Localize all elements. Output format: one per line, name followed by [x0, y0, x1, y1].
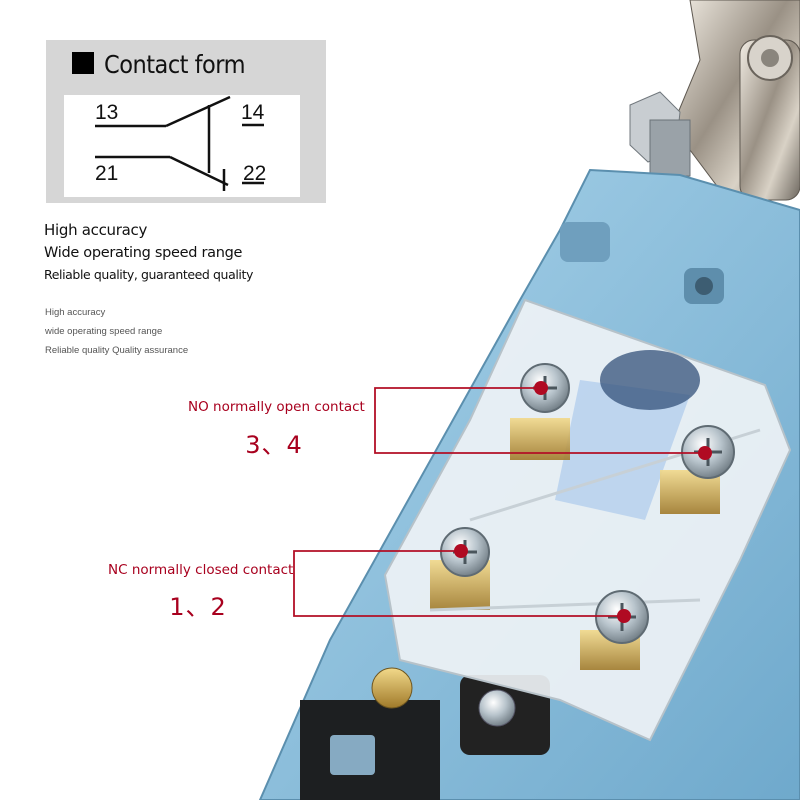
terminal-cover: [383, 298, 792, 742]
nc-contact-label: NC normally closed contact: [108, 562, 294, 578]
no-contact-terminals: 3、4: [245, 431, 303, 459]
callout-dots: [454, 381, 712, 623]
contact-form-panel: Contact form 13 14 21 22: [46, 40, 326, 203]
contact-form-title: Contact form: [104, 50, 246, 79]
terminal-21-label: 21: [95, 162, 119, 185]
small-feature-quality: Reliable quality Quality assurance: [45, 345, 189, 356]
feature-high-accuracy: High accuracy: [44, 221, 148, 239]
contact-schematic: 13 14 21 22: [64, 95, 300, 197]
terminal-14-label: 14: [241, 101, 265, 124]
callout-lines: [293, 387, 705, 617]
nc-contact-terminals: 1、2: [169, 593, 227, 621]
lever-arm: [629, 0, 800, 201]
title-square-icon: [72, 52, 94, 74]
feature-speed-range: Wide operating speed range: [44, 245, 243, 261]
no-contact-label: NO normally open contact: [188, 399, 365, 415]
terminal-22-label: 22: [243, 162, 267, 185]
small-feature-accuracy: High accuracy: [45, 307, 106, 318]
feature-reliable-quality: Reliable quality, guaranteed quality: [44, 267, 253, 282]
terminal-13-label: 13: [95, 101, 119, 124]
small-feature-speed: wide operating speed range: [45, 326, 163, 337]
contact-schematic-lines: [95, 95, 264, 191]
